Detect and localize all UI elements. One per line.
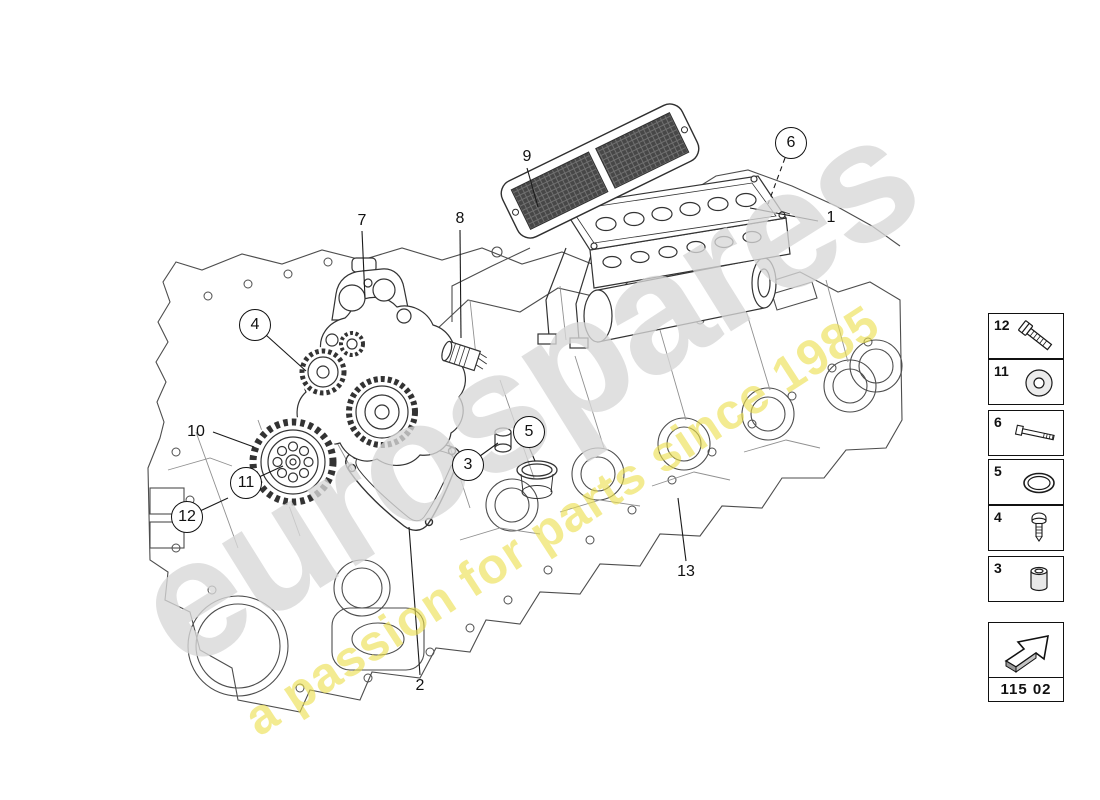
legend-item-label: 12 bbox=[994, 317, 1010, 333]
callout-11[interactable]: 11 bbox=[230, 467, 262, 499]
callout-7[interactable]: 7 bbox=[357, 212, 367, 229]
filter-screen bbox=[500, 103, 700, 239]
callout-6[interactable]: 6 bbox=[775, 127, 807, 159]
direction-arrow-icon bbox=[988, 622, 1064, 678]
legend-item-11[interactable]: 11 bbox=[988, 359, 1064, 405]
o-ring-icon bbox=[1013, 464, 1061, 507]
legend-item-label: 6 bbox=[994, 414, 1002, 430]
legend-item-label: 11 bbox=[994, 363, 1009, 379]
legend-item-4[interactable]: 4 bbox=[988, 505, 1064, 551]
suction-module bbox=[537, 175, 791, 349]
bushing-icon bbox=[1013, 561, 1061, 604]
hex-bolt-icon bbox=[1013, 318, 1061, 361]
screw-icon bbox=[1013, 510, 1061, 553]
callout-13[interactable]: 13 bbox=[677, 563, 695, 580]
callout-10[interactable]: 10 bbox=[187, 423, 205, 440]
stud-bolt-icon bbox=[1013, 415, 1061, 458]
part-group-code: 115 02 bbox=[988, 678, 1064, 702]
legend-item-3[interactable]: 3 bbox=[988, 556, 1064, 602]
chain-sprocket bbox=[248, 417, 338, 507]
legend-item-label: 5 bbox=[994, 463, 1002, 479]
callout-2[interactable]: 2 bbox=[415, 677, 425, 694]
washer-icon bbox=[1013, 364, 1061, 407]
callout-8[interactable]: 8 bbox=[455, 210, 465, 227]
bushing-part bbox=[494, 427, 512, 453]
callout-3[interactable]: 3 bbox=[452, 449, 484, 481]
oil-pump-assembly bbox=[248, 257, 487, 507]
leader-lines bbox=[199, 157, 819, 676]
callout-12[interactable]: 12 bbox=[171, 501, 203, 533]
callout-1[interactable]: 1 bbox=[826, 209, 836, 226]
legend-item-5[interactable]: 5 bbox=[988, 459, 1064, 505]
callout-5[interactable]: 5 bbox=[513, 416, 545, 448]
legend-item-12[interactable]: 12 bbox=[988, 313, 1064, 359]
part-group-box[interactable]: 115 02 bbox=[988, 622, 1064, 702]
legend-item-6[interactable]: 6 bbox=[988, 410, 1064, 456]
pump-drive-shaft bbox=[441, 340, 487, 372]
callout-4[interactable]: 4 bbox=[239, 309, 271, 341]
o-ring-part bbox=[516, 460, 558, 499]
callout-9[interactable]: 9 bbox=[522, 148, 532, 165]
legend-item-label: 4 bbox=[994, 509, 1002, 525]
legend-item-label: 3 bbox=[994, 560, 1002, 576]
